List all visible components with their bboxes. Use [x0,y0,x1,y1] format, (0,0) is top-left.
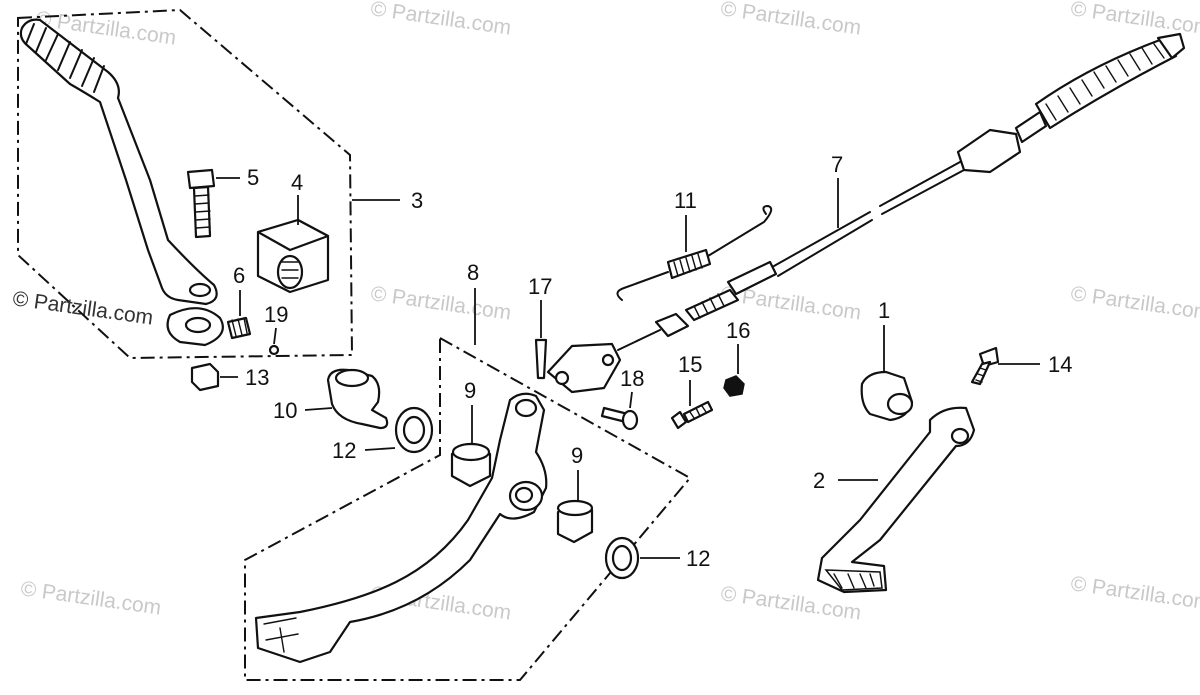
callout-9-upper: 9 [464,378,476,403]
callout-2: 2 [813,468,825,493]
part-11-spring [616,204,773,301]
watermark: © Partzilla.com [11,287,154,329]
part-1-collar [860,325,914,422]
watermark: © Partzilla.com [719,0,862,40]
callout-labels: 1 2 3 4 5 6 7 8 9 9 10 11 12 12 13 14 15… [233,152,1072,571]
callout-7: 7 [831,152,843,177]
callout-12-lower: 12 [686,546,710,571]
callout-8: 8 [467,260,479,285]
part-9-bushing-upper [450,405,492,488]
part-19-ball [268,327,280,356]
callout-4: 4 [291,170,303,195]
callout-9-lower: 9 [571,443,583,468]
watermark: © Partzilla.com [19,577,162,619]
callout-18: 18 [620,366,644,391]
callout-10: 10 [273,398,297,423]
callout-19: 19 [264,302,288,327]
callout-12-upper: 12 [332,438,356,463]
part-15-bolt [670,380,714,430]
part-4-clamp [256,195,330,294]
part-7-brake-rod [546,32,1186,394]
callout-5: 5 [247,165,259,190]
part-13-nut [190,362,238,392]
assembly-3-boundary [17,8,354,360]
part-17-cotter-pin [534,300,548,380]
part-2-arm [816,406,976,594]
callout-6: 6 [233,263,245,288]
callout-3: 3 [411,188,423,213]
part-8-brake-pedal [254,392,548,664]
part-3-shift-pedal [19,18,224,347]
callout-16: 16 [726,318,750,343]
part-5-bolt [186,168,240,239]
watermark: © Partzilla.com [369,282,512,324]
part-10-pivot-shaft [304,368,389,430]
watermark: © Partzilla.com [1069,572,1200,614]
assembly-8-boundary [244,336,692,681]
watermark: © Partzilla.com [1069,282,1200,324]
callout-1: 1 [878,298,890,323]
callout-15: 15 [678,352,702,377]
part-12-washer-upper [364,406,434,454]
part-18-pin [600,391,639,431]
part-12-washer-lower [604,536,680,580]
callout-14: 14 [1048,352,1072,377]
callout-17: 17 [528,274,552,299]
part-6-set-screw [226,290,252,340]
part-9-bushing-lower [556,470,594,544]
watermark: © Partzilla.com [369,0,512,40]
callout-13: 13 [245,365,269,390]
callout-11: 11 [674,188,697,213]
part-14-bolt [970,346,1040,386]
part-16-nut [723,344,745,397]
